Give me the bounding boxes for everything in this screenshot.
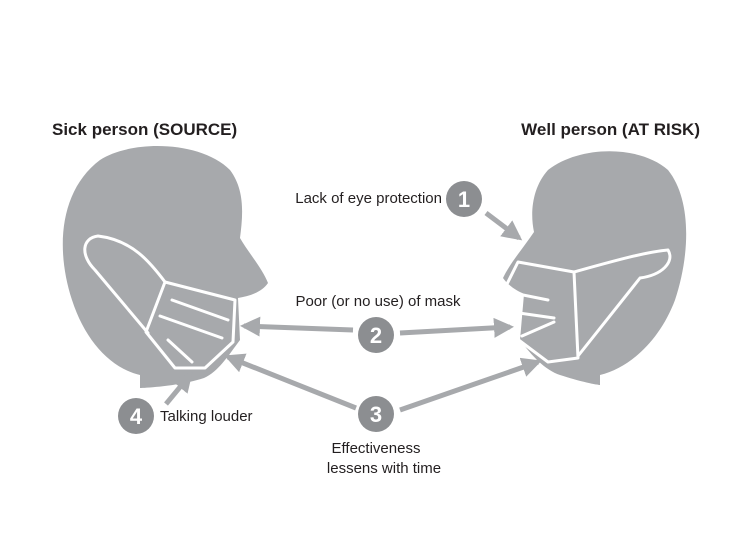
sick-head-silhouette xyxy=(62,146,268,388)
target-title: Well person (AT RISK) xyxy=(521,120,700,139)
arrow-4-to-mouth xyxy=(164,371,193,406)
arrow-2-to-target xyxy=(399,317,514,338)
factor-3-label-line-2: lessens with time xyxy=(327,460,441,477)
well-mask xyxy=(502,248,672,364)
factor-2-badge: 2 xyxy=(358,317,394,353)
arrows xyxy=(164,211,542,413)
factor-3-label-line-1: Effectiveness xyxy=(332,440,421,457)
factor-2-label: Poor (or no use) of mask xyxy=(295,293,461,310)
factor-1-number: 1 xyxy=(458,187,470,212)
factor-1-badge: 1 xyxy=(446,181,482,217)
well-person-head xyxy=(502,151,687,385)
factor-2-number: 2 xyxy=(370,323,382,348)
arrow-3-to-source xyxy=(224,353,357,411)
factor-4-label: Talking louder xyxy=(160,408,253,425)
factor-4-number: 4 xyxy=(130,404,143,429)
well-head-silhouette xyxy=(503,151,687,385)
arrow-2-to-source xyxy=(240,316,354,337)
sick-person-head xyxy=(62,146,268,388)
factor-1-label: Lack of eye protection xyxy=(295,190,442,207)
factor-3-badge: 3 xyxy=(358,396,394,432)
factor-4-badge: 4 xyxy=(118,398,154,434)
source-title: Sick person (SOURCE) xyxy=(52,120,237,139)
arrow-1-to-eyes xyxy=(484,211,523,241)
factor-3-number: 3 xyxy=(370,402,382,427)
sick-mask xyxy=(83,234,237,370)
arrow-3-to-target xyxy=(399,357,542,413)
